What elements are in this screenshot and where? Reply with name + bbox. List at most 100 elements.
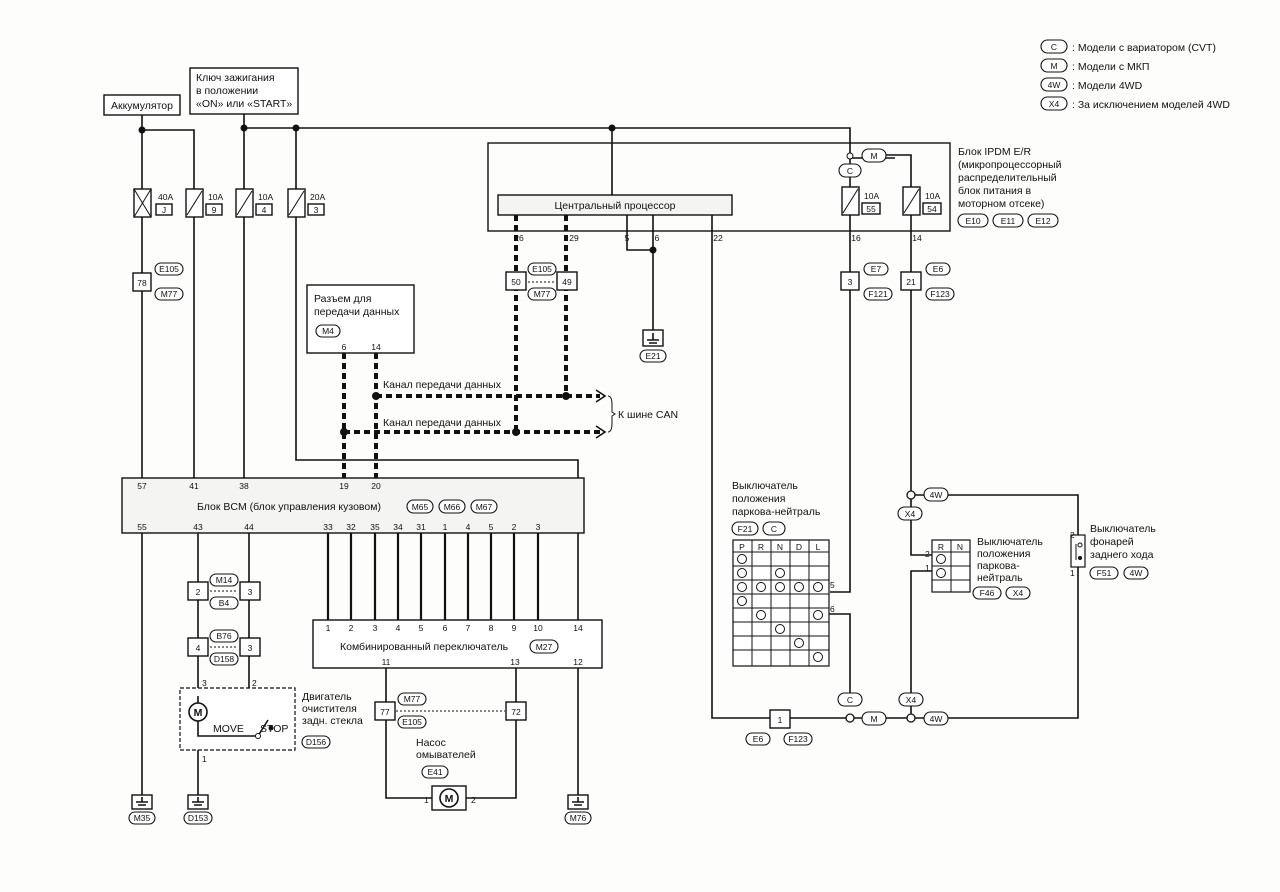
svg-text:E12: E12 (1035, 216, 1050, 226)
svg-text:34: 34 (393, 522, 403, 532)
svg-text:M76: M76 (570, 813, 587, 823)
svg-text:4W: 4W (1048, 80, 1061, 90)
svg-text:D: D (796, 542, 802, 552)
svg-text:фонарей: фонарей (1090, 536, 1134, 548)
svg-text:78: 78 (137, 278, 147, 288)
svg-text:40A: 40A (158, 192, 173, 202)
svg-text:M27: M27 (536, 642, 553, 652)
svg-text:Выключатель: Выключатель (732, 480, 798, 492)
svg-text:E6: E6 (753, 734, 764, 744)
svg-text:1: 1 (202, 754, 207, 764)
svg-text:54: 54 (927, 204, 937, 214)
svg-text:3: 3 (314, 205, 319, 215)
svg-text:3: 3 (536, 522, 541, 532)
dlc-connector: Разъем для передачи данных M4 6 14 (306, 284, 415, 354)
svg-text:X4: X4 (1013, 588, 1024, 598)
connector-50-49: 50 49 E105 M77 (505, 262, 578, 301)
svg-text:14: 14 (573, 623, 583, 633)
svg-text:F21: F21 (738, 524, 753, 534)
svg-text:в положении: в положении (196, 85, 258, 97)
svg-text:44: 44 (244, 522, 254, 532)
svg-text:41: 41 (189, 481, 199, 491)
rear-wiper-motor: M 3 2 1 MOVE STOP Двигатель очистителя з… (179, 678, 363, 764)
svg-text:X4: X4 (906, 695, 917, 705)
svg-text:паркова-нейтраль: паркова-нейтраль (732, 506, 821, 518)
svg-text:49: 49 (562, 277, 572, 287)
svg-text:2: 2 (471, 795, 476, 805)
svg-text:Выключатель: Выключатель (977, 536, 1043, 548)
svg-text:14: 14 (912, 233, 922, 243)
svg-text:2: 2 (349, 623, 354, 633)
pnp-switch-mt: R N 2 1 Выключатель положения паркова- н… (925, 536, 1043, 600)
svg-text:6: 6 (342, 342, 347, 352)
can-bus-label: К шине CAN (618, 409, 678, 421)
svg-text:5: 5 (489, 522, 494, 532)
can-label-2: Канал передачи данных (383, 417, 502, 429)
svg-text:M77: M77 (534, 289, 551, 299)
svg-text:5: 5 (830, 580, 835, 590)
svg-text:X4: X4 (905, 509, 916, 519)
svg-text:C: C (1051, 42, 1057, 52)
svg-text:4W: 4W (1130, 568, 1143, 578)
svg-text:M: M (194, 707, 203, 719)
fuse-10a-54: 10A 54 (902, 186, 942, 216)
svg-text:77: 77 (380, 707, 390, 717)
svg-text:M77: M77 (404, 694, 421, 704)
svg-text:57: 57 (137, 481, 147, 491)
svg-text:: Модели с МКП: : Модели с МКП (1072, 61, 1149, 73)
svg-text:55: 55 (866, 204, 876, 214)
svg-text:1: 1 (778, 715, 783, 725)
legend-item-mt: M : Модели с МКП (1040, 58, 1149, 73)
combination-switch: Комбинированный переключатель M27 1 2 3 … (312, 619, 603, 669)
svg-text:1: 1 (326, 623, 331, 633)
legend-item-x4: X4 : За исключением моделей 4WD (1040, 96, 1230, 111)
svg-text:19: 19 (339, 481, 349, 491)
svg-text:M14: M14 (216, 575, 233, 585)
svg-text:M77: M77 (161, 289, 178, 299)
svg-text:L: L (816, 542, 821, 552)
svg-text:N: N (777, 542, 783, 552)
svg-text:N: N (957, 542, 963, 552)
svg-text:10A: 10A (925, 191, 940, 201)
svg-text:1: 1 (424, 795, 429, 805)
connector-78: 78 E105 M77 (132, 262, 184, 301)
svg-text:Выключатель: Выключатель (1090, 523, 1156, 535)
battery-label: Аккумулятор (103, 94, 181, 116)
svg-text:11: 11 (382, 657, 391, 667)
svg-text:2: 2 (1070, 530, 1075, 540)
ground-m35: M35 (128, 794, 156, 825)
svg-text:2: 2 (512, 522, 517, 532)
svg-text:F123: F123 (930, 289, 950, 299)
svg-text:нейтраль: нейтраль (977, 572, 1023, 584)
connector-1-e6: 1 E6 F123 (745, 709, 813, 746)
svg-text:10A: 10A (258, 192, 273, 202)
svg-text:D156: D156 (306, 737, 327, 747)
svg-text:10: 10 (533, 623, 543, 633)
svg-text:6: 6 (830, 604, 835, 614)
svg-text:M: M (445, 793, 454, 805)
svg-text:14: 14 (371, 342, 381, 352)
svg-text:Насос: Насос (416, 737, 446, 749)
connector-m14-b4: 2 3 M14 B4 (187, 573, 261, 610)
svg-text:4: 4 (262, 205, 267, 215)
svg-text:M35: M35 (134, 813, 151, 823)
svg-text:50: 50 (511, 277, 521, 287)
svg-text:3: 3 (248, 643, 253, 653)
fuse-40a: 40A J (133, 188, 173, 218)
ground-e21: E21 (639, 329, 667, 363)
connector-77-72: 77 72 M77 E105 (374, 692, 527, 729)
svg-text:3: 3 (848, 277, 853, 287)
svg-text:7: 7 (466, 623, 471, 633)
svg-text:Аккумулятор: Аккумулятор (111, 100, 173, 112)
svg-text:6: 6 (443, 623, 448, 633)
bcm-block: Блок BCM (блок управления кузовом) M65 M… (121, 477, 585, 534)
legend-item-cvt: C : Модели с вариатором (CVT) (1040, 39, 1216, 54)
connector-b76-d158: 4 3 B76 D158 (187, 629, 261, 666)
svg-text:10A: 10A (864, 191, 879, 201)
svg-text:Комбинированный переключатель: Комбинированный переключатель (340, 641, 509, 653)
svg-text:«ON» или «START»: «ON» или «START» (196, 98, 292, 110)
svg-text:M66: M66 (444, 502, 461, 512)
svg-text:26: 26 (514, 233, 524, 243)
svg-text:2: 2 (196, 587, 201, 597)
